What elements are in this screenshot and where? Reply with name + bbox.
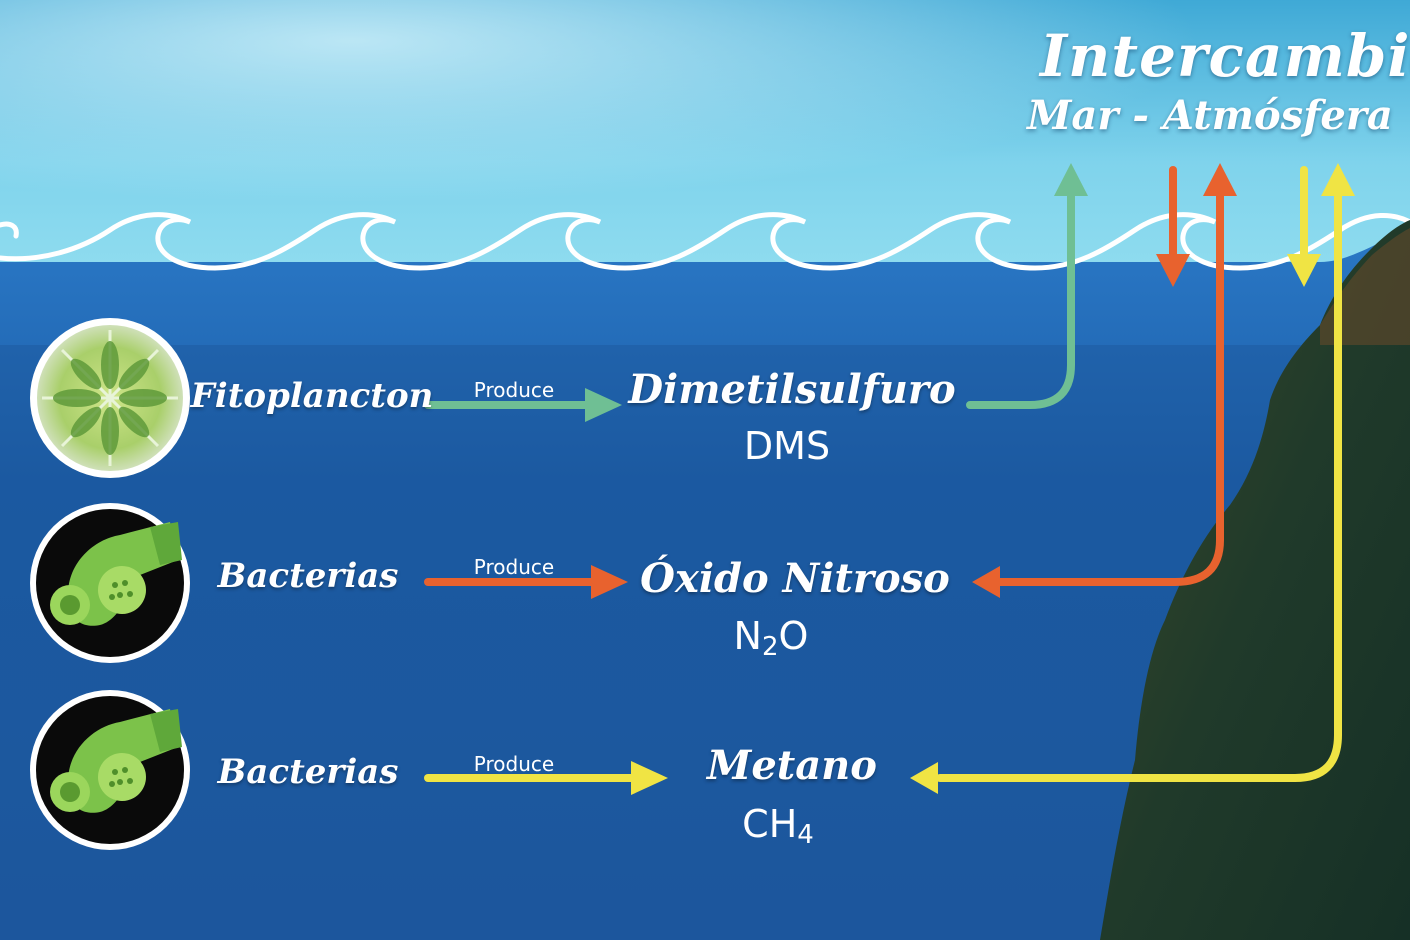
source-label-phytoplankton: Fitoplancton: [190, 376, 434, 416]
produce-arrow-dms: [424, 388, 622, 422]
cliff-top: [1320, 228, 1410, 345]
produce-label: Produce: [473, 555, 555, 579]
formula-n2o: N2O: [733, 614, 809, 662]
exchange-arrow-n2o: [972, 163, 1237, 598]
phytoplankton-icon: [30, 318, 190, 478]
formula-dms: DMS: [743, 424, 831, 468]
formula-ch4: CH4: [742, 802, 814, 850]
sea: [0, 230, 1410, 940]
produce-label: Produce: [473, 752, 555, 776]
gas-name-dms: Dimetilsulfuro: [628, 366, 956, 413]
produce-arrow-n2o: [424, 565, 628, 599]
exchange-arrow-ch4: [910, 163, 1355, 794]
gas-name-ch4: Metano: [707, 742, 877, 789]
exchange-arrow-dms: [966, 163, 1088, 409]
title-line1: Intercambio: [1040, 22, 1410, 90]
title-line2: Mar - Atmósfera: [1027, 92, 1393, 139]
wave-line: [0, 212, 1410, 271]
source-label-bacteria: Bacterias: [217, 752, 399, 792]
produce-arrow-ch4: [424, 761, 668, 795]
produce-label: Produce: [473, 378, 555, 402]
gas-name-n2o: Óxido Nitroso: [640, 555, 950, 602]
source-label-bacteria: Bacterias: [217, 556, 399, 596]
bacteria-icon: [30, 503, 190, 663]
bacteria-icon: [30, 690, 190, 850]
